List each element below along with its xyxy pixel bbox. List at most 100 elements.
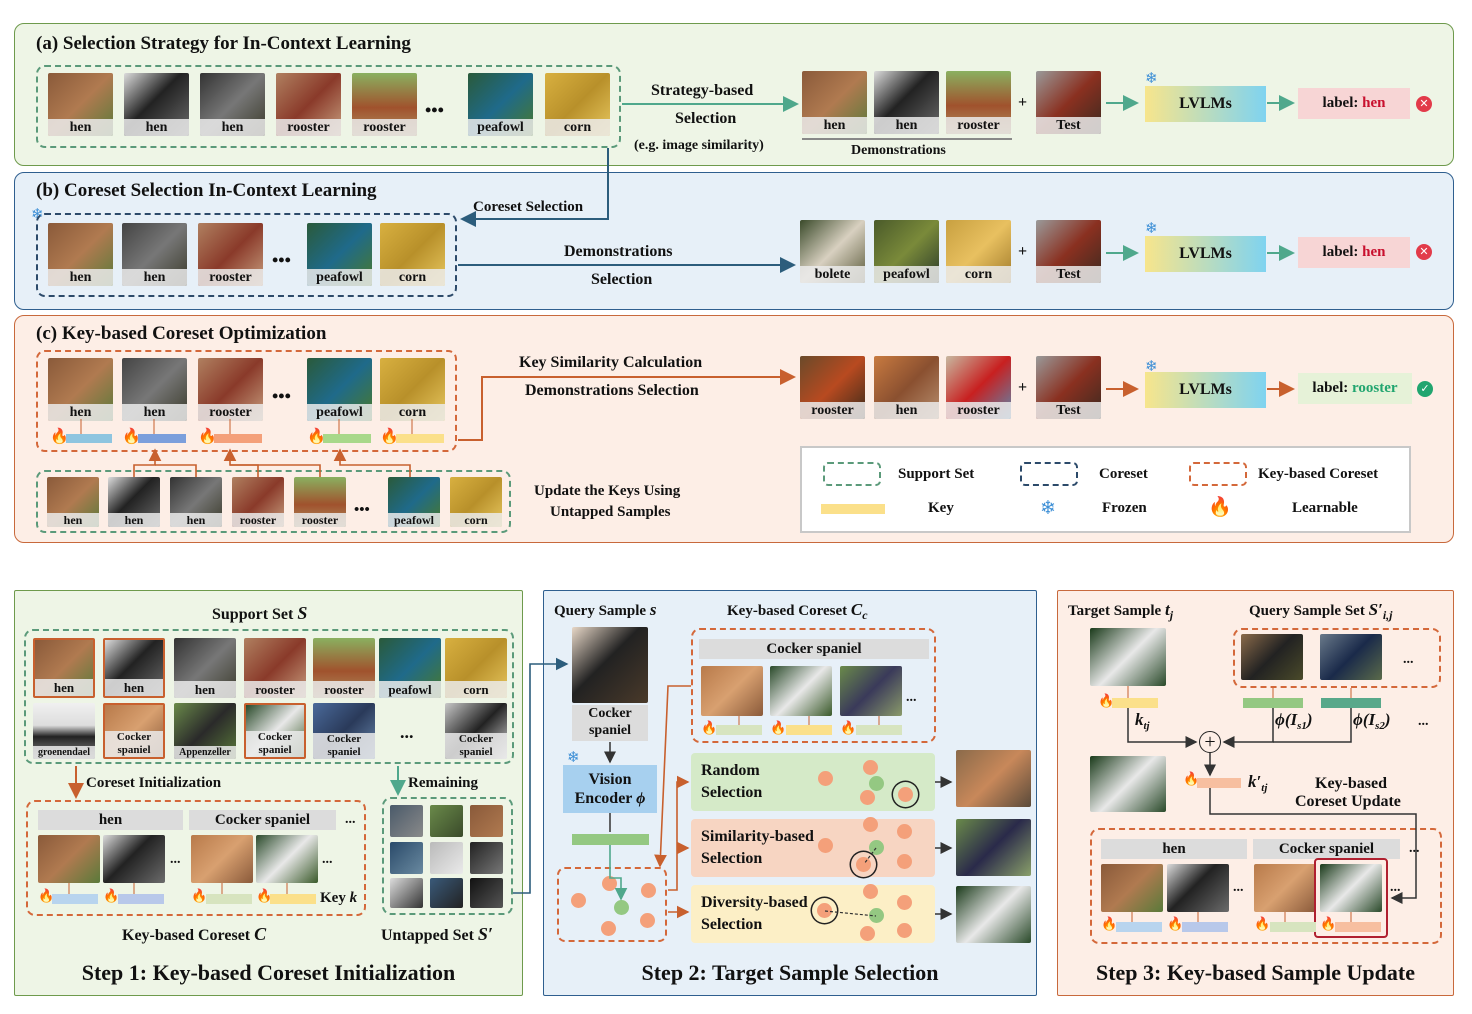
feature-dot <box>818 771 833 786</box>
step1-image-cocker-4: Cocker spaniel <box>445 703 507 759</box>
fire-icon: 🔥 <box>103 888 120 903</box>
coreset-image-cocker-1 <box>191 835 253 883</box>
untapped-image-1 <box>390 805 423 837</box>
phi-s1-label: ϕ(Is1) <box>1275 710 1313 733</box>
coreset-image-hen-2 <box>103 835 165 883</box>
coreset-image-cocker-2 <box>256 835 318 883</box>
support-image-rooster-1: rooster <box>276 73 341 136</box>
updated-target-image <box>1090 756 1166 812</box>
demo-image-rooster-2: rooster <box>946 356 1011 419</box>
demo-caption: Demonstrations <box>851 143 946 158</box>
feature-dot <box>571 893 586 908</box>
ellipsis: ... <box>1409 841 1420 856</box>
diversity-link <box>824 910 877 917</box>
remaining-label: Remaining <box>408 775 479 791</box>
random-selection-label: Random Selection <box>701 762 763 801</box>
step3-banner: Step 3: Key-based Sample Update <box>1095 960 1415 985</box>
legend-key-based-coreset-swatch <box>1189 462 1247 486</box>
arrow-feature-space <box>609 845 628 901</box>
snowflake-icon: ❄ <box>1145 359 1158 375</box>
support-image-hen-3: hen <box>170 477 222 527</box>
ellipsis: ••• <box>272 250 291 270</box>
phi-s2-label: ϕ(Is2) <box>1353 710 1391 733</box>
keybased-coreset-box-step3 <box>1090 828 1442 944</box>
coreset-image-cocker-updated <box>1320 864 1382 912</box>
test-image: Test <box>1036 220 1101 283</box>
step1-banner: Step 1: Key-based Coreset Initialization <box>81 960 456 985</box>
untapped-set-caption: Untapped Set S′ <box>381 924 493 944</box>
feature-dot <box>863 884 878 899</box>
legend-coreset-swatch <box>1020 462 1078 486</box>
test-image: Test <box>1036 356 1101 419</box>
arrow-ktj-sum <box>1127 708 1198 748</box>
fire-icon: 🔥 <box>1101 916 1118 931</box>
demo-image-hen-2: hen <box>874 71 939 134</box>
untapped-image-2 <box>430 805 463 837</box>
wrong-icon: ✕ <box>1416 244 1432 260</box>
selected-dot <box>856 857 871 872</box>
random-selection-box <box>691 753 935 811</box>
query-dot <box>869 776 884 791</box>
ellipsis: ••• <box>354 502 370 518</box>
ellipsis: ... <box>1418 714 1429 729</box>
arrow-coreset-selection <box>460 148 609 227</box>
arrow-coreset-to-space <box>654 685 691 868</box>
update-connector <box>333 448 411 477</box>
fire-icon: 🔥 <box>770 720 787 735</box>
key-bar-hen-1 <box>66 434 112 443</box>
feature-dot <box>863 817 878 832</box>
snowflake-icon: ❄ <box>1040 498 1056 519</box>
ellipsis: ... <box>1233 880 1244 895</box>
feature-dot <box>897 923 912 938</box>
arrow-update-coreset <box>1209 788 1417 904</box>
step1-image-hen-3: hen <box>174 638 236 698</box>
support-image-rooster-2: rooster <box>352 73 417 136</box>
demo-image-hen-1: hen <box>802 71 867 134</box>
demo-selection-label-2: Selection <box>591 271 653 288</box>
legend-support-set: Support Set <box>898 466 975 482</box>
sum-operator-icon: + <box>1199 731 1221 753</box>
keybased-coreset-box-step2 <box>691 628 936 743</box>
key-bar <box>1116 922 1162 932</box>
demo-image-hen: hen <box>874 356 939 419</box>
coreset-image-corn: corn <box>380 223 445 286</box>
untapped-image-5 <box>430 842 463 874</box>
coreset-image-hen-1: hen <box>48 358 113 421</box>
similarity-result-image <box>956 819 1031 876</box>
feature-dot <box>602 876 617 891</box>
class-header-hen: hen <box>1101 839 1247 859</box>
result-label-box: label: rooster <box>1298 373 1412 404</box>
legend-box <box>800 446 1411 533</box>
fire-icon: 🔥 <box>701 720 718 735</box>
wrong-icon: ✕ <box>1416 96 1432 112</box>
class-header-cocker: Cocker spaniel <box>1253 839 1400 859</box>
coreset-image-peafowl: peafowl <box>307 223 372 286</box>
coreset-image-cocker-1 <box>1254 864 1316 912</box>
support-image-hen-2: hen <box>108 477 160 527</box>
keybased-coreset-box-c <box>36 350 457 452</box>
diversity-selection-label: Diversity-based Selection <box>701 894 808 933</box>
support-image-corn: corn <box>545 73 610 136</box>
random-result-image <box>956 750 1031 807</box>
query-feature-bar-1 <box>1243 698 1303 708</box>
strategy-label-3: (e.g. image similarity) <box>634 138 764 153</box>
panel-a-title: (a) Selection Strategy for In-Context Le… <box>36 33 411 54</box>
query-set-image-1 <box>1241 634 1303 680</box>
untapped-image-7 <box>390 878 423 908</box>
result-label-box: label: hen <box>1298 88 1410 119</box>
similarity-link <box>863 847 877 865</box>
support-set-box-step1 <box>24 629 514 764</box>
query-sample-label: Cocker spaniel <box>572 705 648 741</box>
legend-key-swatch <box>821 504 885 514</box>
coreset-selection-label: Coreset Selection <box>473 199 584 215</box>
step1-image-peafowl: peafowl <box>379 638 441 698</box>
feature-dot <box>601 921 616 936</box>
key-bar <box>716 725 762 735</box>
class-header-cocker: Cocker spaniel <box>699 639 929 659</box>
step2-banner: Step 2: Target Sample Selection <box>641 960 939 985</box>
coreset-image-hen-2: hen <box>122 223 187 286</box>
step1-image-rooster-1: rooster <box>244 638 306 698</box>
updated-highlight-box <box>1314 858 1388 938</box>
key-bar <box>1335 922 1381 932</box>
support-image-hen-2: hen <box>124 73 189 136</box>
